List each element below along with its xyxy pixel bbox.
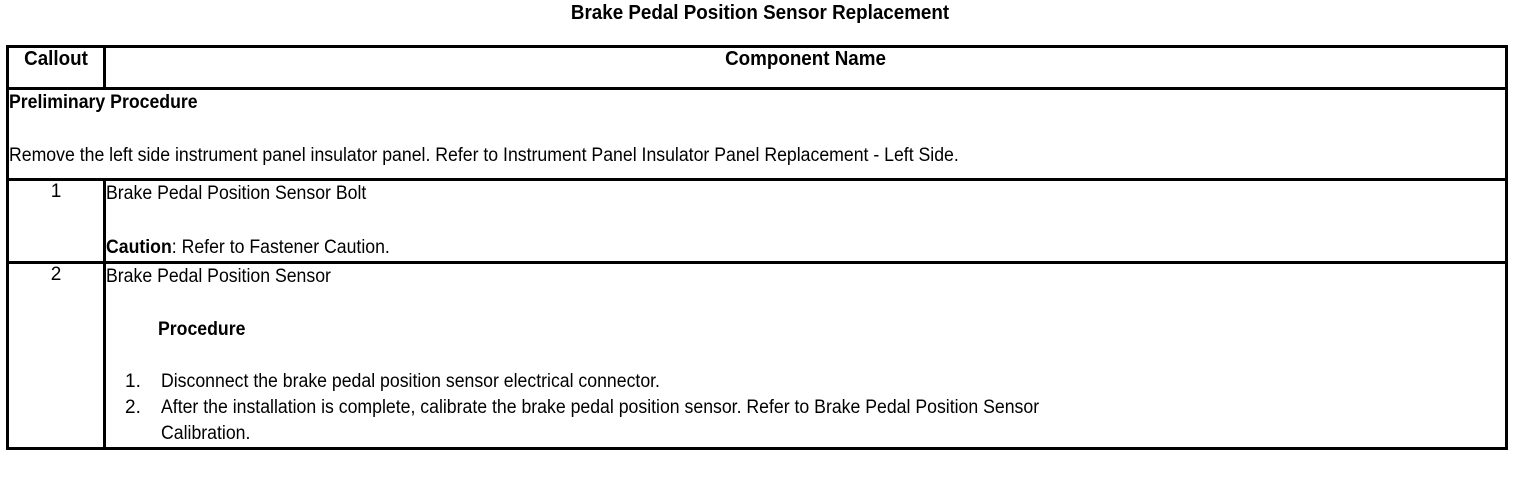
table-header-row: Callout Component Name	[6, 45, 1508, 90]
caution-note-1: Caution: Refer to Fastener Caution.	[106, 235, 1407, 261]
step-text-1: Disconnect the brake pedal position sens…	[161, 371, 660, 392]
column-header-callout-label: Callout	[24, 48, 88, 70]
table-row: 2 Brake Pedal Position Sensor Procedure …	[6, 261, 1508, 450]
step-marker-2: 2.	[125, 397, 141, 418]
procedure-table: Callout Component Name Preliminary Proce…	[6, 45, 1508, 450]
column-header-component-name: Component Name	[103, 45, 1508, 90]
list-item: 1. Disconnect the brake pedal position s…	[106, 369, 1505, 395]
preliminary-procedure-row: Preliminary Procedure Remove the left si…	[6, 87, 1508, 181]
preliminary-procedure-cell: Preliminary Procedure Remove the left si…	[6, 87, 1508, 181]
procedure-heading: Procedure	[158, 319, 246, 340]
preliminary-procedure-text: Remove the left side instrument panel in…	[9, 145, 959, 166]
component-cell-2: Brake Pedal Position Sensor Procedure 1.…	[103, 261, 1508, 450]
procedure-table-container: Callout Component Name Preliminary Proce…	[6, 45, 1508, 450]
list-item: 2. After the installation is complete, c…	[106, 395, 1505, 447]
column-header-component-name-label: Component Name	[725, 48, 886, 70]
preliminary-procedure-heading: Preliminary Procedure	[9, 92, 198, 113]
step-marker-1: 1.	[125, 371, 141, 392]
procedure-step-list: 1. Disconnect the brake pedal position s…	[106, 369, 1505, 447]
step-text-2: After the installation is complete, cali…	[161, 397, 1040, 418]
caution-label: Caution	[106, 237, 172, 258]
column-header-callout: Callout	[6, 45, 106, 90]
callout-number-1: 1	[6, 178, 106, 264]
table-row: 1 Brake Pedal Position Sensor Bolt Cauti…	[6, 178, 1508, 264]
caution-text: : Refer to Fastener Caution.	[171, 237, 390, 258]
page-title: Brake Pedal Position Sensor Replacement	[570, 2, 950, 24]
callout-number-2: 2	[6, 261, 106, 450]
component-name-1: Brake Pedal Position Sensor Bolt	[106, 183, 367, 204]
step-text-2-continued: Calibration.	[161, 423, 251, 444]
component-name-2: Brake Pedal Position Sensor	[106, 266, 331, 287]
component-cell-1: Brake Pedal Position Sensor Bolt Caution…	[103, 178, 1508, 264]
